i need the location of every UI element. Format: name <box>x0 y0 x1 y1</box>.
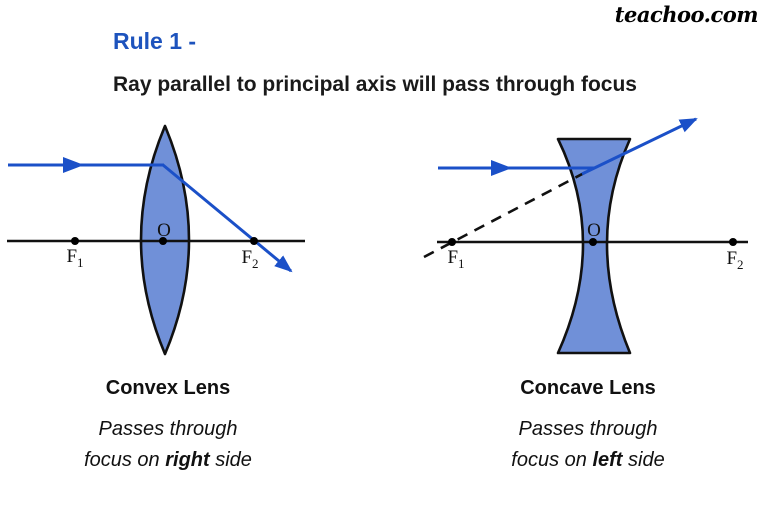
concave-note-line2-pre: focus on <box>511 449 593 471</box>
focus-dot-f2 <box>729 238 737 246</box>
label-f2: F2 <box>241 247 258 271</box>
concave-lens-diagram: F1 O F2 <box>423 117 748 355</box>
focus-dot-f1 <box>448 238 456 246</box>
label-f1: F1 <box>447 247 464 271</box>
convex-note-line1: Passes through <box>98 418 238 440</box>
focus-dot-f2 <box>250 237 258 245</box>
concave-lens-caption: Concave Lens <box>520 377 656 399</box>
virtual-extension-dashed-line <box>423 170 587 259</box>
brand-logo: teachoo.com <box>614 2 759 27</box>
rule-subtitle: Ray parallel to principal axis will pass… <box>113 73 637 96</box>
concave-lens-shape <box>556 137 632 355</box>
incident-ray-arrowhead <box>63 157 84 173</box>
convex-lens-caption: Convex Lens <box>105 377 231 399</box>
convex-note-line2-pre: focus on <box>84 449 166 471</box>
concave-note-line1: Passes through <box>518 418 658 440</box>
convex-note-line2-post: side <box>209 449 252 471</box>
label-optical-centre: O <box>157 220 171 241</box>
label-f2: F2 <box>726 248 743 272</box>
concave-note-keyword: left <box>592 449 623 471</box>
label-optical-centre: O <box>587 220 601 241</box>
refracted-ray <box>581 117 698 176</box>
optical-centre-dot <box>159 237 167 245</box>
rule-title: Rule 1 - <box>113 28 197 54</box>
concave-lens-note: Passes through focus on left side <box>436 414 740 476</box>
focus-dot-f1 <box>71 237 79 245</box>
incident-ray-arrowhead <box>491 160 512 176</box>
convex-note-keyword: right <box>165 449 210 471</box>
label-f1: F1 <box>66 246 83 270</box>
refracted-ray <box>162 163 293 273</box>
concave-note-line2-post: side <box>622 449 665 471</box>
optical-centre-dot <box>589 238 597 246</box>
convex-lens-note: Passes through focus on right side <box>16 414 320 476</box>
convex-lens-diagram: F1 O F2 <box>7 124 305 356</box>
